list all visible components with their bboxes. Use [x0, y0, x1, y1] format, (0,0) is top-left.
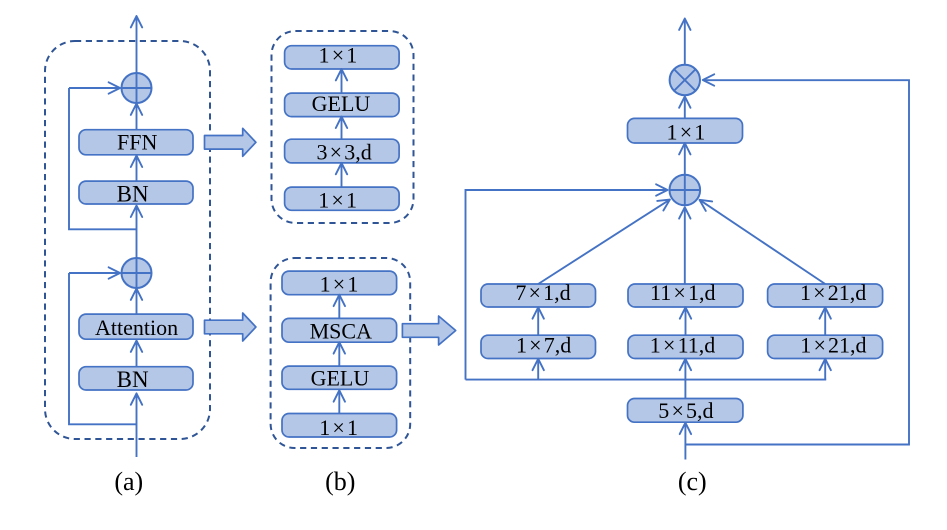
svg-text:5×5,d: 5×5,d [658, 398, 713, 423]
svg-text:GELU: GELU [312, 91, 371, 116]
svg-text:1×1: 1×1 [319, 415, 358, 440]
svg-text:1×21,d: 1×21,d [800, 280, 866, 305]
svg-text:11×1,d: 11×1,d [650, 280, 716, 305]
svg-text:1×1: 1×1 [318, 43, 357, 68]
svg-text:(c): (c) [678, 467, 707, 496]
svg-text:1×1: 1×1 [320, 271, 359, 296]
svg-text:3×3,d: 3×3,d [316, 140, 371, 165]
svg-text:(a): (a) [114, 467, 143, 496]
svg-text:FFN: FFN [117, 129, 157, 154]
svg-text:BN: BN [117, 367, 149, 392]
svg-text:1×7,d: 1×7,d [516, 333, 571, 358]
svg-text:1×1: 1×1 [318, 187, 357, 212]
svg-text:GELU: GELU [311, 366, 370, 391]
svg-text:(b): (b) [325, 467, 355, 496]
svg-text:MSCA: MSCA [310, 318, 372, 343]
svg-text:1×11,d: 1×11,d [650, 333, 716, 358]
svg-text:7×1,d: 7×1,d [515, 280, 570, 305]
svg-text:1×1: 1×1 [666, 120, 705, 145]
svg-text:1×21,d: 1×21,d [800, 333, 866, 358]
svg-text:Attention: Attention [95, 315, 178, 340]
svg-text:BN: BN [117, 181, 149, 206]
